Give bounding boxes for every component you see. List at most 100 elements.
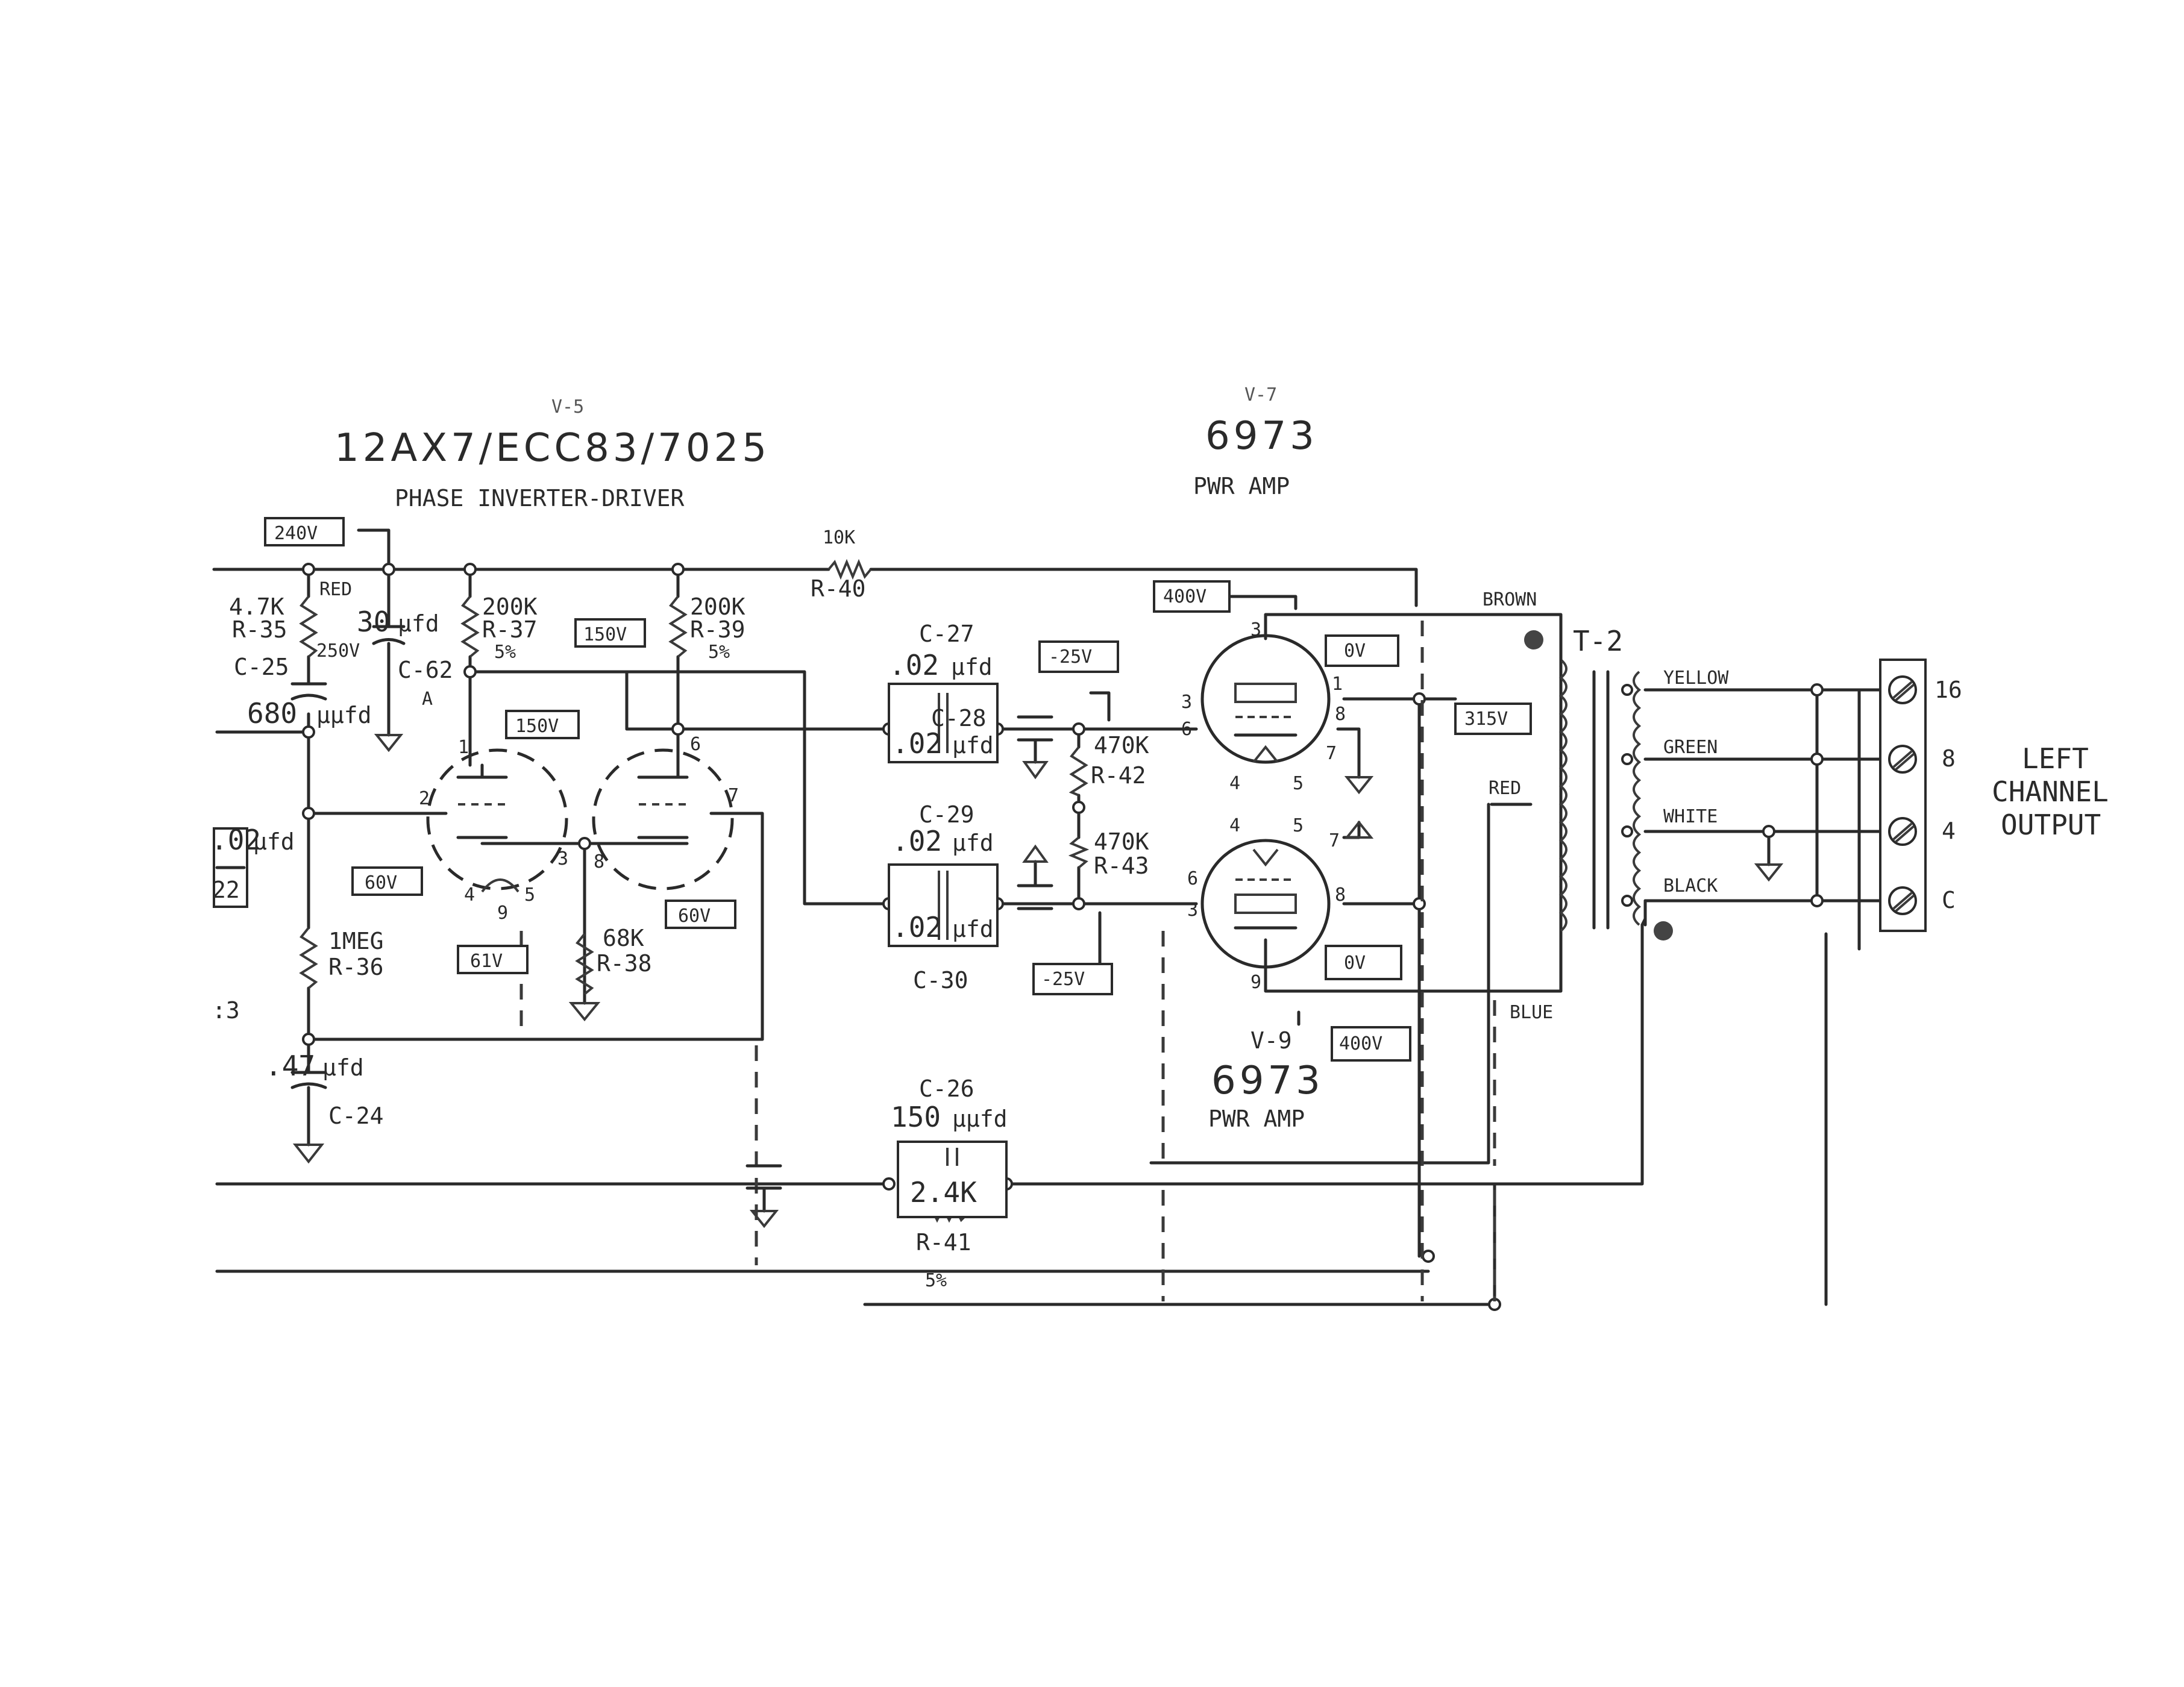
voltage-box-v7-cathode: 0V [1325, 634, 1399, 667]
svg-text:3: 3 [1250, 619, 1261, 640]
c25-ref: C-25 [234, 654, 289, 680]
v7-function-label: PWR AMP [1193, 473, 1290, 499]
ground-r38 [568, 1002, 601, 1022]
c27-ref: C-27 [919, 621, 974, 647]
svg-text:3: 3 [1187, 900, 1198, 921]
v5-function-label: PHASE INVERTER-DRIVER [395, 485, 685, 512]
ground-bias-top [1022, 761, 1049, 780]
terminal-16 [1888, 675, 1917, 704]
c30-unit: µfd [952, 916, 994, 942]
voltage-box-v5-plate2: 150V [574, 618, 646, 648]
r40-value: 10K [823, 527, 855, 548]
v9-ref-label: V-9 [1250, 1027, 1292, 1054]
ground-v7-cathode [1344, 776, 1374, 795]
pin-numbers: 1 2 3 4 5 6 7 8 9 3 1 3 6 8 4 5 7 6 3 8 … [419, 619, 1346, 993]
output-terminal-strip: 16 8 4 C LEFT CHANNEL OUTPUT [1879, 659, 2109, 932]
c27-value: .02 [889, 649, 939, 681]
chassis-bundles [519, 621, 1496, 1301]
svg-text:6: 6 [1187, 868, 1198, 889]
v9-title-block: V-9 6973 PWR AMP [1208, 1027, 1324, 1132]
c62-unit: µfd [398, 610, 439, 637]
c27-unit: µfd [951, 654, 993, 680]
voltage-box-bias-top: -25V [1038, 640, 1119, 673]
left-ref-3: :3 [212, 997, 240, 1024]
r38-ref: R-38 [597, 950, 652, 977]
svg-text:5: 5 [1293, 773, 1304, 794]
lead-red: RED [1489, 778, 1521, 799]
r41-ref: R-41 [916, 1229, 971, 1256]
tap-c-label: C [1942, 887, 1956, 913]
v9-type-label: 6973 [1211, 1059, 1324, 1103]
v5-envelope-left [426, 748, 568, 890]
r43-ref: R-43 [1094, 853, 1149, 879]
v9-tube [1200, 839, 1331, 969]
lead-brown: BROWN [1483, 589, 1537, 610]
c29-value: .02 [892, 825, 942, 857]
svg-text:8: 8 [1335, 704, 1346, 725]
voltage-box-v5-grid2: 60V [665, 900, 736, 929]
c62-voltage: 250V [316, 640, 360, 662]
ground-c24 [292, 1144, 325, 1164]
c26-value: 150 [891, 1101, 941, 1133]
left-cap-ref: 22 [212, 877, 240, 903]
lead-yellow: YELLOW [1663, 668, 1729, 689]
svg-text:0V: 0V [1344, 640, 1366, 662]
r42-ref: R-42 [1091, 762, 1146, 789]
ground-bias-bottom [1022, 844, 1049, 863]
r40-ref: R-40 [811, 575, 866, 602]
output-label-line3: OUTPUT [2001, 809, 2101, 841]
r35-value: 4.7K [229, 593, 284, 620]
v5-type-label: 12AX7/ECC83/7025 [334, 426, 770, 471]
c27-c28-box [888, 683, 999, 763]
ground-c62 [374, 734, 404, 753]
c29-unit: µfd [952, 830, 994, 856]
left-cap-unit: µfd [253, 828, 295, 855]
ground-white-tap [1754, 863, 1784, 882]
r42-value: 470K [1094, 732, 1149, 759]
svg-text:8: 8 [1335, 884, 1346, 906]
v7-tube [1200, 634, 1331, 764]
left-coupling-cap [213, 827, 248, 908]
r39-value: 200K [690, 593, 745, 620]
c62-capacitor [372, 625, 406, 662]
r39-tol: 5% [708, 642, 730, 663]
svg-text:2: 2 [419, 788, 430, 809]
svg-text:-25V: -25V [1041, 969, 1085, 990]
r39-ref: R-39 [690, 616, 745, 643]
c25-value: 680 [247, 697, 297, 730]
tap-16-label: 16 [1935, 677, 1962, 703]
voltage-box-bias-bottom: -25V [1032, 963, 1113, 995]
voltage-box-v9-plate: 400V [1331, 1026, 1411, 1062]
svg-text:3: 3 [1181, 692, 1192, 713]
svg-text:150V: 150V [515, 716, 559, 737]
ground-feedback [749, 1210, 779, 1228]
svg-text:61V: 61V [470, 951, 503, 972]
r38-resistor [575, 933, 594, 995]
svg-text:60V: 60V [365, 872, 397, 894]
c62-value: 30 [357, 606, 390, 638]
bias-cap-bottom [1017, 860, 1053, 910]
c24-ref: C-24 [328, 1103, 384, 1129]
svg-text:8: 8 [594, 851, 604, 872]
r35-resistor [299, 595, 318, 658]
tap-8-label: 8 [1942, 745, 1956, 772]
r36-resistor [299, 927, 318, 989]
c26-r41-box [897, 1141, 1008, 1218]
component-labels: 4.7K R-35 C-25 680 µµfd RED 30 µfd 250V … [211, 527, 1149, 1291]
t2-primary-winding [1558, 659, 1567, 932]
svg-text:9: 9 [497, 903, 508, 924]
r43-resistor [1068, 836, 1090, 869]
v5-envelope-right [592, 748, 734, 890]
c62-sub: A [422, 689, 433, 710]
lead-green: GREEN [1663, 737, 1718, 758]
v5-tube [426, 748, 734, 893]
svg-text:315V: 315V [1464, 709, 1508, 730]
v7-title-block: V-7 6973 PWR AMP [1193, 384, 1314, 499]
svg-text:60V: 60V [678, 906, 711, 927]
red-lead-label: RED [319, 579, 352, 600]
c29-ref: C-29 [919, 801, 974, 828]
c26-unit: µµfd [952, 1106, 1008, 1132]
v9-envelope [1200, 839, 1331, 969]
svg-text:6: 6 [690, 734, 701, 755]
